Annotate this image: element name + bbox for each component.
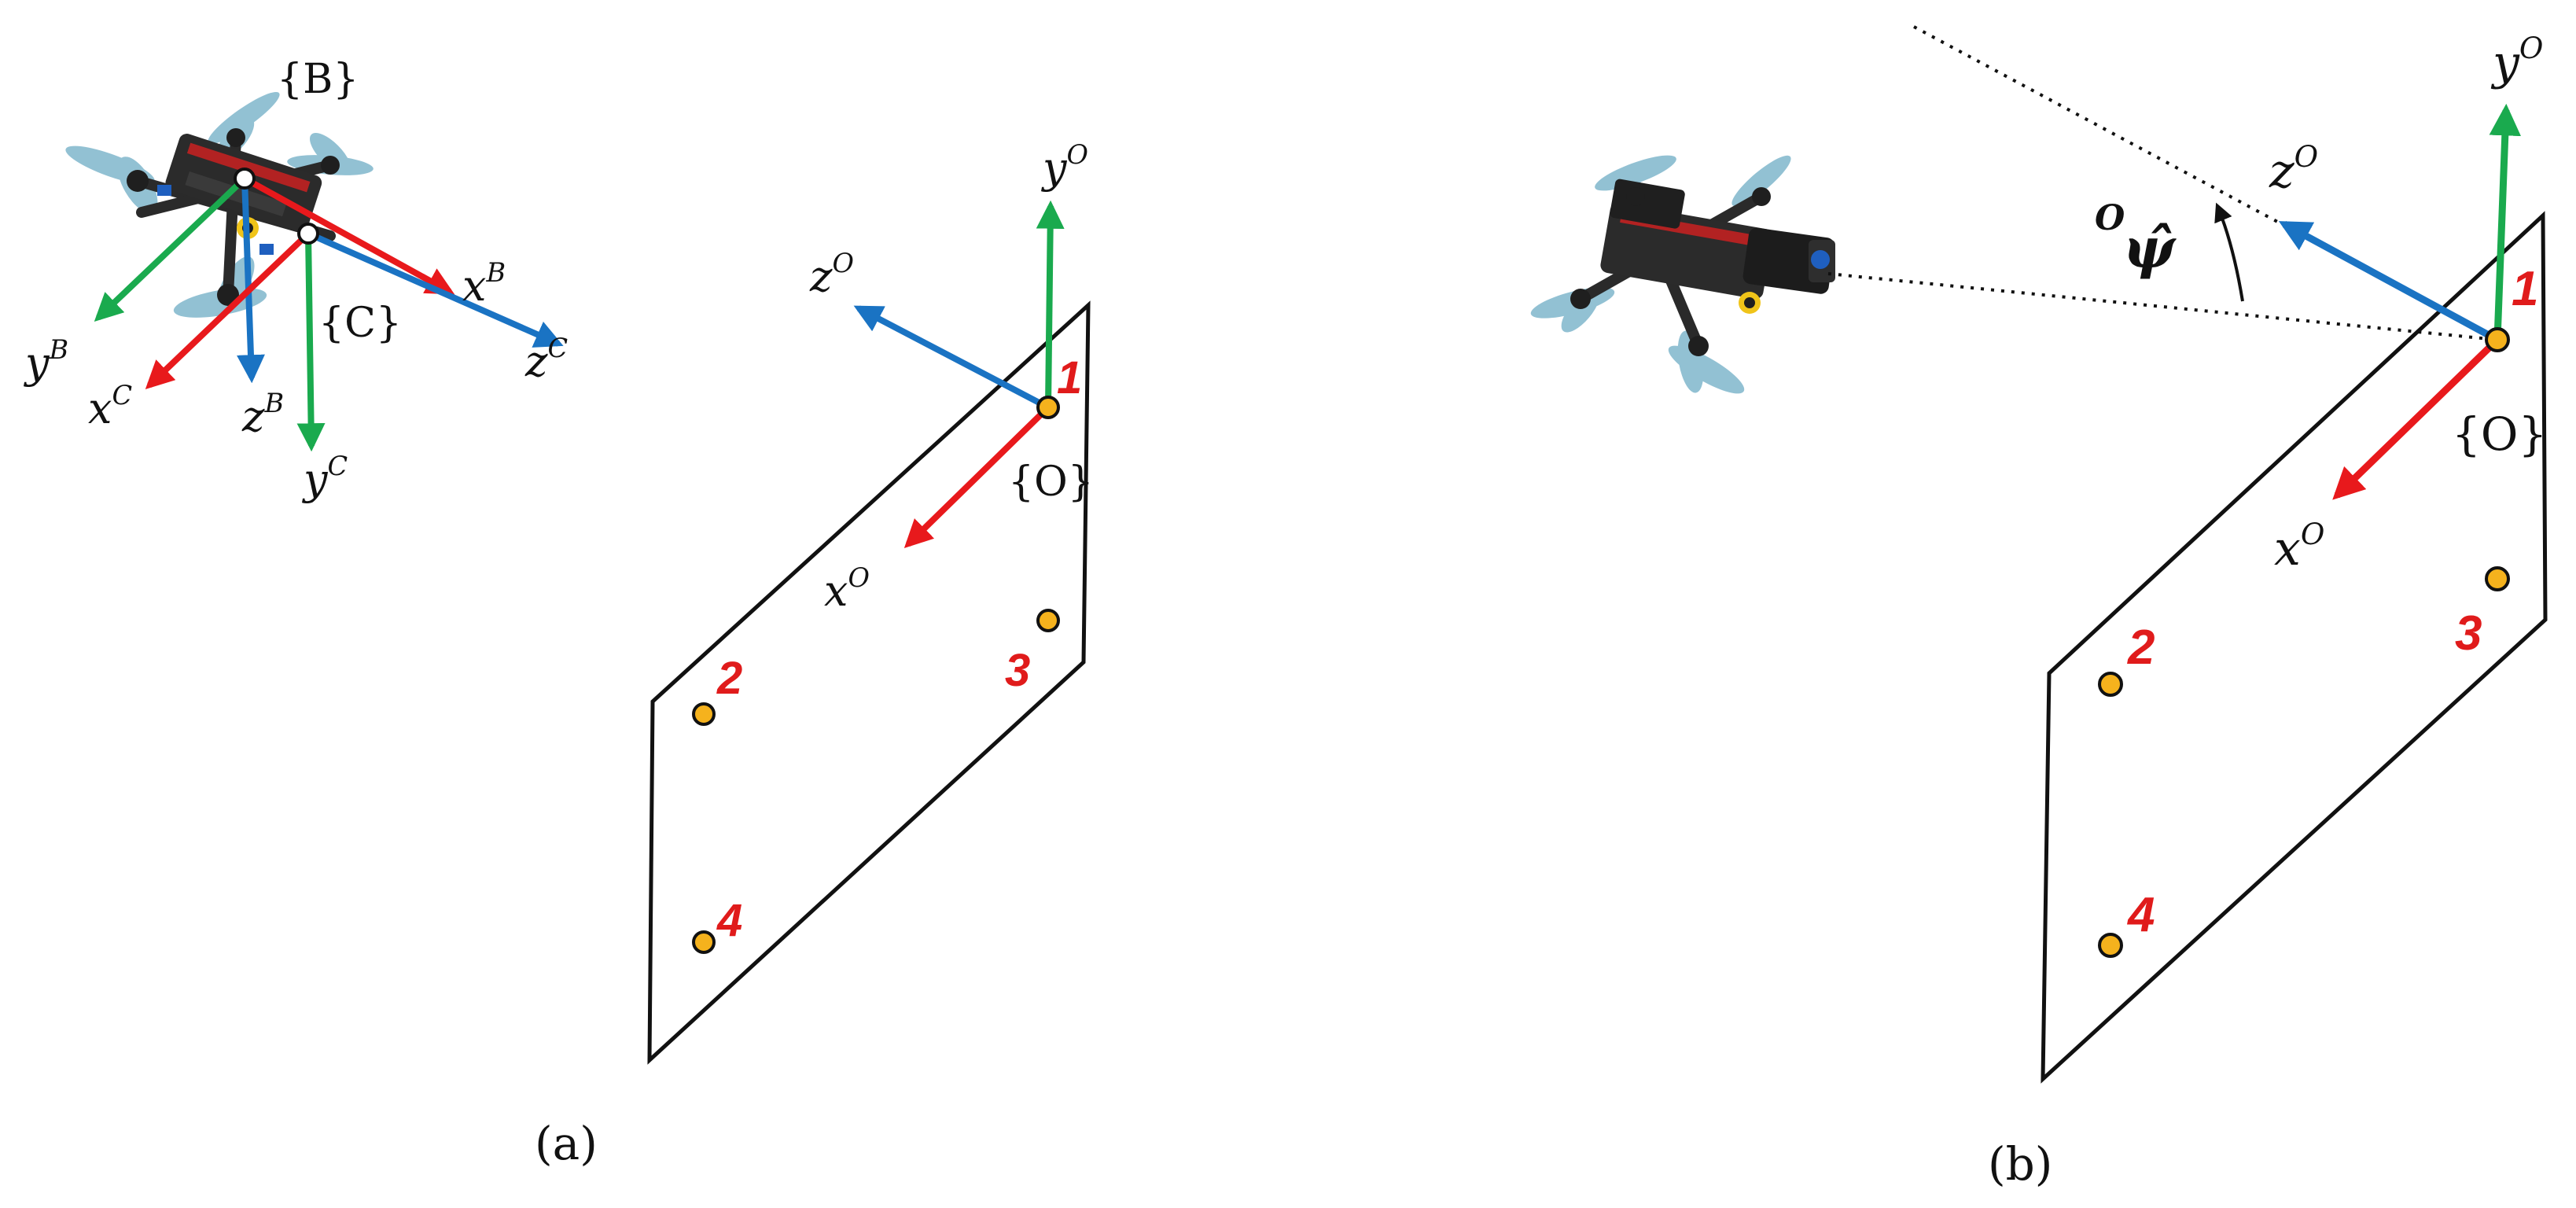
axis-label-zB: zB	[241, 388, 284, 441]
object-frame-axes	[853, 200, 1065, 549]
body-frame-axes	[94, 168, 455, 384]
marker-4-label: 4	[716, 895, 742, 946]
marker-2	[692, 702, 716, 726]
marker-2-label: 2	[2127, 621, 2155, 675]
target-plane	[647, 300, 1091, 1065]
marker-points	[2098, 327, 2510, 958]
marker-4	[2098, 933, 2123, 958]
quadrotor-drone-with-camera-icon	[1530, 155, 1835, 394]
marker-3-label: 3	[2455, 606, 2482, 661]
frame-O-label: {O}	[1008, 459, 1094, 506]
camera-frame-axes	[145, 223, 564, 452]
axis-label-yO: yO	[1041, 139, 1088, 193]
axis-label-xO: xO	[2274, 517, 2324, 576]
axis-label-zO: zO	[809, 248, 854, 301]
marker-1-label: 1	[1057, 352, 1082, 403]
axis-label-yC: yC	[302, 451, 348, 504]
axis-label-xO: xO	[824, 562, 870, 616]
marker-2-label: 2	[716, 653, 742, 704]
yaw-angle-label: Oψ̂	[2095, 198, 2177, 281]
axis-label-yB: yB	[24, 334, 68, 388]
axis-label-yO: yO	[2490, 31, 2543, 90]
panel-a: {B} {C} xB yB zB xC yC zC yO zO xO {O} 1…	[24, 56, 1094, 1170]
axis-label-xB: xB	[462, 257, 506, 311]
marker-4-label: 4	[2126, 888, 2155, 942]
marker-4	[692, 930, 716, 954]
frame-C-label: {C}	[318, 300, 402, 347]
object-frame-axes	[2278, 103, 2522, 500]
marker-3	[2485, 566, 2510, 591]
marker-2	[2098, 672, 2123, 697]
marker-points	[692, 396, 1060, 954]
axis-label-xC: xC	[88, 380, 132, 433]
panel-b: Oψ̂ yO zO xO {O} 1 2 3 4 (b)	[1530, 25, 2548, 1191]
frame-O-label: {O}	[2452, 407, 2547, 461]
marker-1	[1036, 396, 1060, 419]
caption-b: (b)	[1988, 1137, 2052, 1191]
yaw-angle-arc	[2214, 202, 2244, 302]
caption-a: (a)	[535, 1117, 598, 1170]
target-plane	[2041, 211, 2548, 1084]
marker-3	[1036, 609, 1060, 632]
marker-3-label: 3	[1005, 645, 1030, 696]
axis-label-zC: zC	[524, 333, 568, 386]
axis-label-zO: zO	[2269, 139, 2318, 199]
marker-1-label: 1	[2512, 262, 2538, 316]
frame-B-label: {B}	[277, 56, 359, 103]
marker-1	[2485, 327, 2510, 352]
